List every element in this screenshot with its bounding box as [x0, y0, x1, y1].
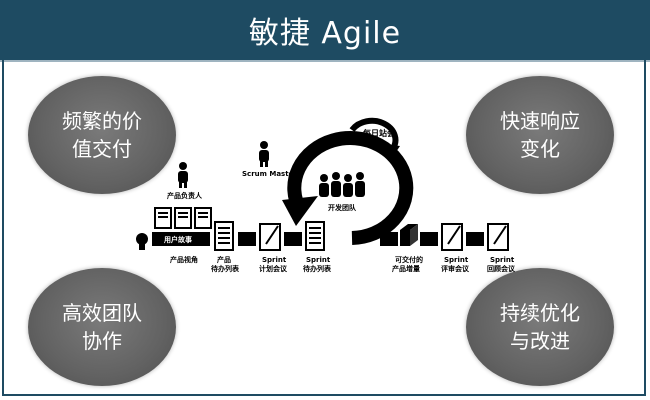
product-owner-person-icon — [178, 162, 188, 188]
sprint-backlog-list-icon — [305, 221, 325, 251]
bubble-text-line: 频繁的价 — [62, 109, 142, 133]
bubble-text-line: 快速响应 — [500, 109, 580, 133]
header-bar: 敏捷 Agile — [0, 0, 650, 62]
bubble-rapid-response: 快速响应变化 — [466, 76, 614, 194]
flow-label-retrospective: Sprint — [490, 256, 515, 264]
user-story-docs-icon — [154, 207, 212, 229]
flow-label-sprint-review: 评审会议 — [441, 264, 470, 273]
bubble-team-collaboration: 高效团队协作 — [28, 268, 176, 386]
flow-connector-blocks — [238, 232, 484, 246]
bubble-text-line: 高效团队 — [62, 301, 142, 325]
flow-label-sprint-planning: Sprint — [262, 256, 287, 264]
sprint-cycle-arrow — [287, 131, 414, 245]
bubble-text-line: 值交付 — [72, 137, 132, 161]
user-story-label: 用户故事 — [164, 235, 192, 244]
dev-team-people-icon — [319, 172, 365, 197]
dev-team-label: 开发团队 — [328, 203, 357, 212]
flow-label-product-vision: 产品视角 — [170, 255, 198, 264]
scrum-master-label: Scrum Master — [242, 170, 297, 178]
sprint-cycle-arrowhead — [282, 196, 318, 226]
flow-label-sprint-review: Sprint — [444, 256, 469, 264]
scrum-master-person-icon — [259, 141, 269, 167]
flow-label-product-backlog: 产品 — [217, 255, 231, 264]
user-story-bar — [152, 232, 210, 246]
product-backlog-list-icon — [214, 221, 234, 251]
slide-border — [2, 60, 646, 396]
sprint-review-doc-icon — [441, 223, 463, 251]
daily-scrum-label: 每日站会 — [363, 128, 395, 138]
bubble-frequent-delivery: 频繁的价值交付 — [28, 76, 176, 194]
flow-label-increment: 可交付的 — [395, 255, 423, 264]
flow-label-sprint-planning: 计划会议 — [259, 264, 288, 273]
flow-label-retrospective: 回顾会议 — [487, 264, 516, 273]
daily-scrum-arrow — [349, 117, 399, 152]
product-owner-label: 产品负责人 — [167, 191, 203, 200]
bubble-continuous-improvement: 持续优化与改进 — [466, 268, 614, 386]
idea-lightbulb-icon — [136, 233, 148, 250]
bubble-text-line: 协作 — [82, 329, 122, 353]
bubble-text-line: 变化 — [520, 137, 560, 161]
flow-label-sprint-backlog: Sprint — [306, 256, 331, 264]
flow-label-sprint-backlog: 待办列表 — [303, 264, 332, 273]
daily-scrum-arrowhead — [384, 144, 400, 158]
sprint-retrospective-doc-icon — [487, 223, 509, 251]
sprint-planning-doc-icon — [259, 223, 281, 251]
bubble-text-line: 与改进 — [510, 329, 570, 353]
page-title: 敏捷 Agile — [248, 16, 402, 51]
bubble-text-line: 持续优化 — [500, 301, 580, 325]
product-increment-cube-icon — [400, 224, 418, 246]
flow-label-product-backlog: 待办列表 — [211, 264, 240, 273]
flow-label-increment: 产品增量 — [392, 264, 420, 273]
